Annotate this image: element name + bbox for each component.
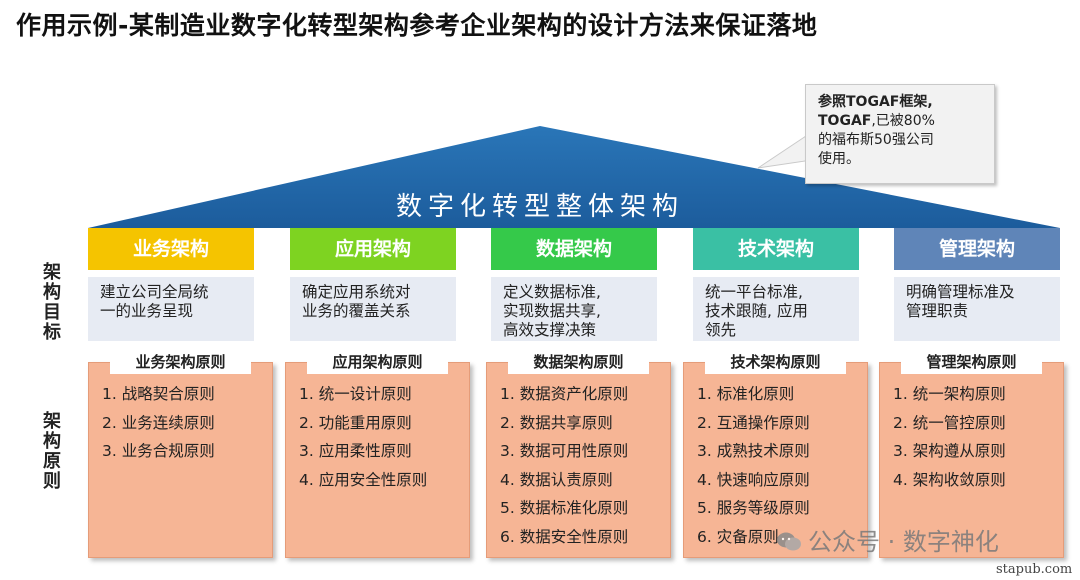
- goal-line: 管理职责: [906, 302, 969, 320]
- principle-item: 3. 业务合规原则: [102, 442, 215, 460]
- principle-item: 1. 战略契合原则: [102, 385, 215, 403]
- togaf-callout: [805, 84, 995, 184]
- principle-item: 1. 数据资产化原则: [500, 385, 629, 403]
- column-goal: 建立公司全局统一的业务呈现: [88, 277, 254, 341]
- goal-line: 实现数据共享,: [503, 302, 601, 320]
- watermark-text: 公众号 · 数字神化: [808, 528, 999, 556]
- principles-box: [683, 362, 868, 558]
- principle-item: 2. 互通操作原则: [697, 413, 810, 432]
- goal-line: 确定应用系统对: [302, 283, 411, 301]
- principles-box: [879, 362, 1064, 558]
- column-header: 应用架构: [290, 228, 456, 270]
- column-goal: 明确管理标准及管理职责: [894, 277, 1060, 341]
- principle-item: 1. 标准化原则: [697, 385, 795, 403]
- row-label-char: 目: [43, 302, 61, 323]
- principle-item: 5. 服务等级原则: [697, 499, 810, 517]
- principle-item: 4. 数据认责原则: [500, 470, 613, 489]
- column-goal: 确定应用系统对业务的覆盖关系: [290, 277, 456, 341]
- principle-item: 2. 数据共享原则: [500, 413, 613, 432]
- column-goal: 统一平台标准,技术跟随, 应用领先: [693, 277, 859, 341]
- column-header: 技术架构: [693, 228, 859, 270]
- principle-item: 6. 数据安全性原则: [500, 527, 629, 546]
- row-label-char: 架: [43, 262, 61, 283]
- callout-line-4: 使用。: [818, 151, 860, 167]
- goal-line: 一的业务呈现: [100, 302, 194, 320]
- principles-box: [88, 362, 273, 558]
- callout-line-2-rest: ,已被80%: [871, 113, 935, 129]
- goal-line: 技术跟随, 应用: [705, 302, 808, 320]
- principles-title: 业务架构原则: [110, 350, 251, 374]
- wechat-icon: [777, 532, 801, 551]
- togaf-callout-text: 参照TOGAF框架, TOGAF,已被80% 的福布斯50强公司 使用。: [818, 93, 988, 169]
- principles-title: 数据架构原则: [508, 350, 649, 374]
- goal-line: 建立公司全局统: [100, 283, 209, 301]
- principles-list: 1. 战略契合原则 2. 业务连续原则 3. 业务合规原则: [102, 380, 215, 466]
- callout-line-2-bold: TOGAF: [818, 113, 872, 129]
- goal-line: 领先: [705, 321, 737, 339]
- principle-item: 3. 架构遵从原则: [893, 442, 1006, 460]
- goal-line: 统一平台标准,: [705, 283, 803, 301]
- principle-item: 5. 数据标准化原则: [500, 499, 629, 517]
- principles-list: 1. 数据资产化原则 2. 数据共享原则 3. 数据可用性原则 4. 数据认责原则 5.…: [500, 380, 628, 551]
- column-header: 数据架构: [491, 228, 657, 270]
- principle-item: 4. 快速响应原则: [697, 470, 810, 489]
- goal-line: 高效支撑决策: [503, 321, 597, 339]
- principle-item: 1. 统一设计原则: [299, 385, 412, 403]
- row-label-principle: 架构原则: [41, 412, 63, 492]
- row-label-char: 原: [43, 451, 61, 472]
- row-label-char: 架: [43, 411, 61, 432]
- principle-item: 4. 架构收敛原则: [893, 470, 1006, 489]
- footer-site: stapub.com: [996, 562, 1073, 577]
- callout-line-3: 的福布斯50强公司: [818, 132, 934, 148]
- principle-item: 2. 业务连续原则: [102, 413, 215, 432]
- page-title: 作用示例-某制造业数字化转型架构参考企业架构的设计方法来保证落地: [16, 11, 818, 40]
- principle-item: 6. 灾备原则: [697, 527, 779, 546]
- principles-list: 1. 标准化原则 2. 互通操作原则 3. 成熟技术原则 4. 快速响应原则 5. 服务…: [697, 380, 810, 551]
- column-header: 业务架构: [88, 228, 254, 270]
- principle-item: 3. 应用柔性原则: [299, 442, 412, 460]
- principle-item: 3. 成熟技术原则: [697, 442, 810, 460]
- goal-line: 业务的覆盖关系: [302, 302, 411, 320]
- principle-item: 4. 应用安全性原则: [299, 470, 428, 489]
- row-label-char: 构: [43, 282, 61, 303]
- row-label-char: 构: [43, 431, 61, 452]
- principles-title: 应用架构原则: [307, 350, 448, 374]
- principles-list: 1. 统一架构原则 2. 统一管控原则 3. 架构遵从原则 4. 架构收敛原则: [893, 380, 1006, 494]
- callout-line-1: 参照TOGAF框架,: [818, 94, 933, 110]
- principles-box: [285, 362, 470, 558]
- row-label-char: 则: [43, 471, 61, 492]
- principles-list: 1. 统一设计原则 2. 功能重用原则 3. 应用柔性原则 4. 应用安全性原则: [299, 380, 427, 494]
- principles-title: 技术架构原则: [705, 350, 846, 374]
- principle-item: 1. 统一架构原则: [893, 385, 1006, 403]
- column-goal: 定义数据标准,实现数据共享,高效支撑决策: [491, 277, 657, 341]
- principle-item: 2. 功能重用原则: [299, 413, 412, 432]
- roof-title: 数字化转型整体架构: [395, 192, 684, 222]
- principles-title: 管理架构原则: [901, 350, 1042, 374]
- principle-item: 2. 统一管控原则: [893, 413, 1006, 432]
- principle-item: 3. 数据可用性原则: [500, 442, 629, 460]
- watermark: 公众号 · 数字神化: [776, 522, 999, 557]
- goal-line: 定义数据标准,: [503, 283, 601, 301]
- principles-box: [486, 362, 671, 558]
- goal-line: 明确管理标准及: [906, 283, 1015, 301]
- row-label-char: 标: [43, 322, 61, 343]
- column-header: 管理架构: [894, 228, 1060, 270]
- row-label-goal: 架构目标: [41, 263, 63, 343]
